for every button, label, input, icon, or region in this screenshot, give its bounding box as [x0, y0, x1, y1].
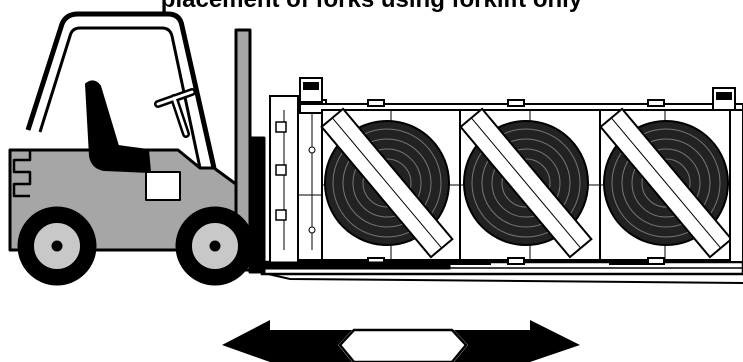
arrow-middle-segment: [340, 330, 466, 362]
fan-module: [322, 100, 460, 264]
fan-module: [600, 100, 731, 264]
seat: [86, 81, 150, 172]
base-shadow: [268, 274, 743, 283]
arrow-right-segment: [454, 320, 580, 362]
rear-wheel: [19, 208, 95, 284]
front-wheel: [177, 208, 253, 284]
double-headed-arrow-icon: [222, 320, 580, 362]
arrow-left-segment: [222, 320, 352, 362]
fork: [250, 262, 450, 269]
condenser-unit: [262, 78, 743, 283]
fan-module: [460, 100, 600, 264]
